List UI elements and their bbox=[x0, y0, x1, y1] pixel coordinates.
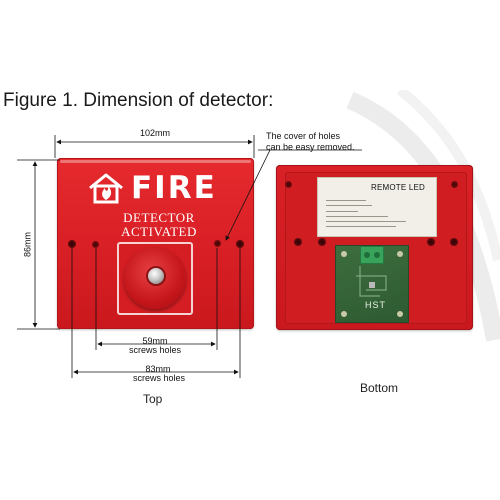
activated-label: ACTIVATED bbox=[121, 224, 197, 239]
bottom-view-caption: Bottom bbox=[360, 381, 399, 395]
inner-holes-sub-label: screws holes bbox=[128, 345, 182, 355]
bottom-screw-hole-inner-left bbox=[318, 238, 326, 246]
top-view-caption: Top bbox=[143, 392, 163, 406]
figure-heading: Figure 1. Dimension of detector: bbox=[3, 90, 274, 111]
fire-title: FIRE bbox=[131, 170, 217, 206]
button-led-icon bbox=[148, 268, 164, 284]
spec-sticker bbox=[317, 177, 437, 237]
inner-screw-hole-right bbox=[214, 240, 221, 247]
cover-note-line1: The cover of holes bbox=[266, 131, 341, 141]
width-dimension-label: 102mm bbox=[139, 128, 170, 138]
bottom-screw-hole-inner-right bbox=[427, 238, 435, 246]
house-fire-icon bbox=[89, 173, 123, 204]
inner-screw-hole-left bbox=[92, 241, 99, 248]
height-dimension-label: 86mm bbox=[22, 232, 33, 258]
bottom-screw-hole-left bbox=[294, 238, 302, 246]
detector-label: DETECTOR bbox=[123, 210, 195, 225]
sticker-title: REMOTE LED bbox=[371, 183, 426, 192]
outer-holes-sub-label: screws holes bbox=[132, 373, 186, 383]
outer-screw-hole-left bbox=[68, 240, 76, 248]
outer-holes-dimension-label: 83mm bbox=[145, 364, 171, 374]
outer-screw-hole-right bbox=[236, 240, 244, 248]
pcb-label: HST bbox=[365, 300, 386, 310]
bottom-corner-hole bbox=[285, 181, 292, 188]
inner-holes-dimension-label: 59mm bbox=[142, 336, 168, 346]
cover-note-line2: can be easy removed. bbox=[266, 142, 355, 152]
bottom-corner-hole bbox=[451, 181, 458, 188]
terminal-block bbox=[360, 246, 384, 264]
bottom-screw-hole-right bbox=[450, 238, 458, 246]
